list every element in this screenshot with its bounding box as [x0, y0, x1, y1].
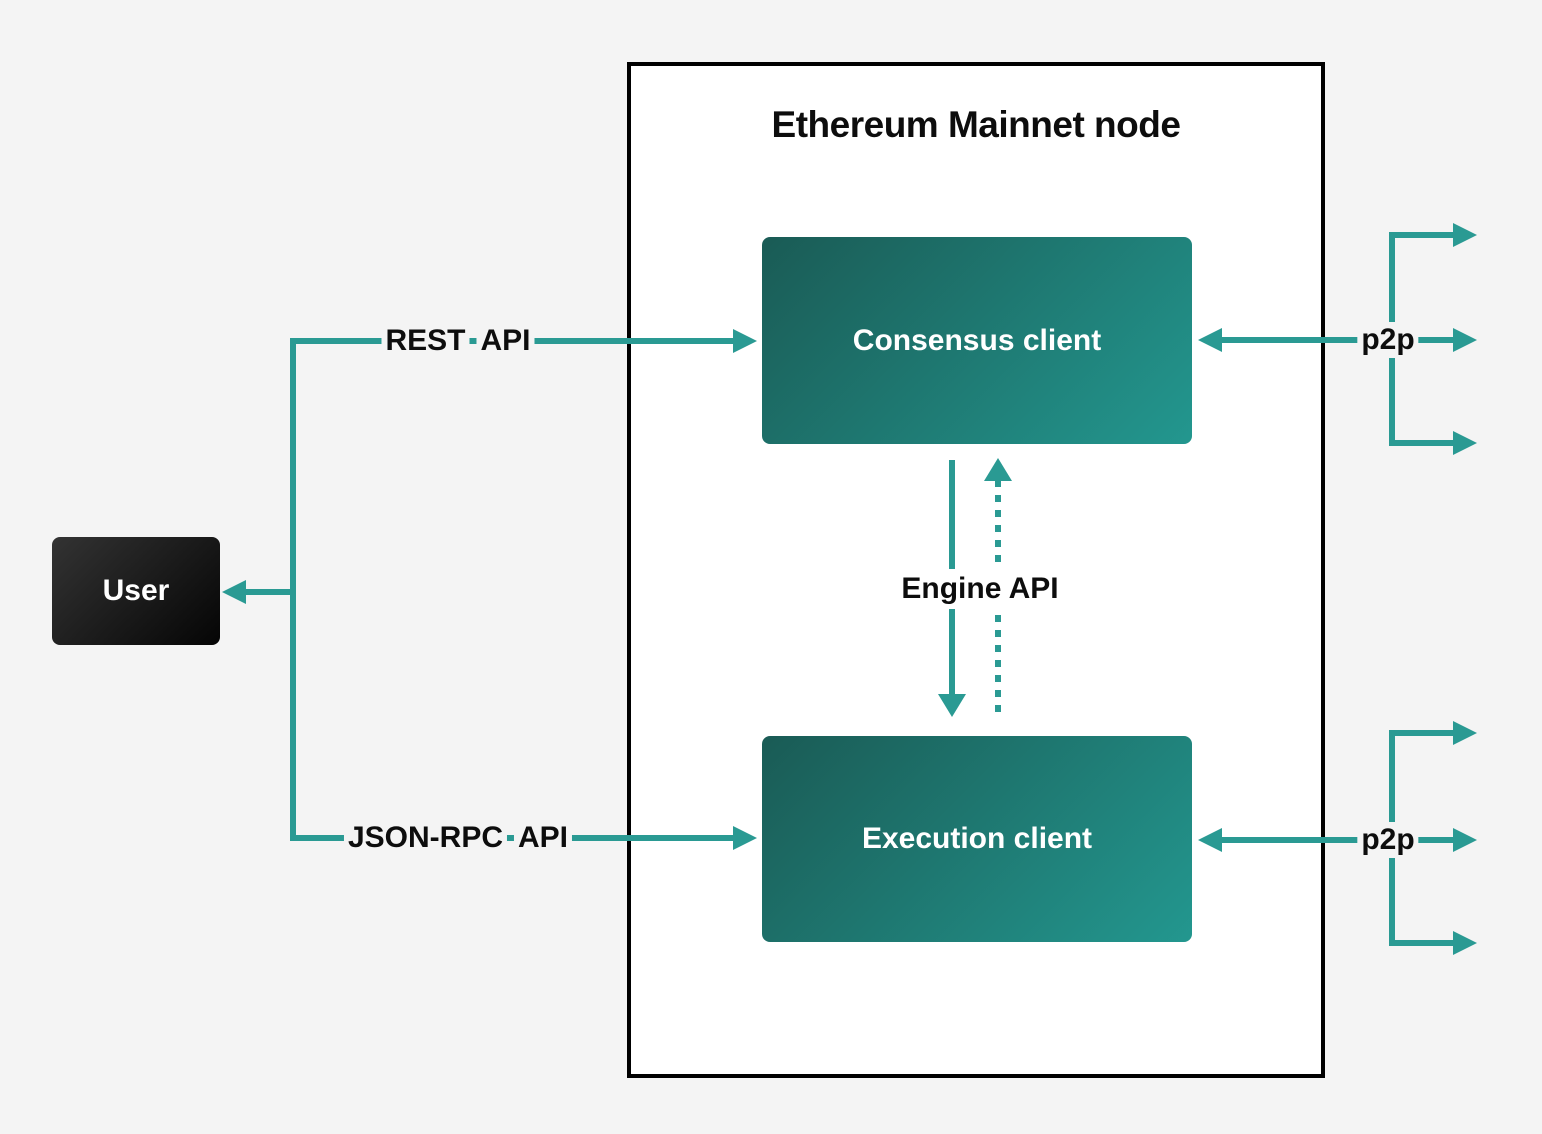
p2p-top-upper-line: [1389, 232, 1455, 238]
p2p-bottom-left-arrowhead-icon: [1198, 828, 1222, 852]
p2p-top-lower-line: [1389, 440, 1455, 446]
p2p-top-mid-arrowhead-icon: [1453, 328, 1477, 352]
json-rpc-arrowhead-icon: [733, 826, 757, 850]
user-arrowhead-icon: [222, 580, 246, 604]
execution-client-label: Execution client: [861, 822, 1093, 855]
main-box-title: Ethereum Mainnet node: [771, 104, 1181, 145]
p2p-bottom-label: p2p: [1357, 822, 1419, 858]
execution-client-node: Execution client: [762, 736, 1192, 942]
p2p-bottom-lower-line: [1389, 940, 1455, 946]
json-rpc-line: [290, 835, 733, 841]
engine-api-up-arrowhead-icon: [984, 458, 1012, 481]
p2p-bottom-upper-arrowhead-icon: [1453, 721, 1477, 745]
p2p-top-mid-line: [1222, 337, 1455, 343]
p2p-bottom-lower-arrowhead-icon: [1453, 931, 1477, 955]
p2p-top-left-arrowhead-icon: [1198, 328, 1222, 352]
p2p-top-label: p2p: [1357, 322, 1419, 358]
user-arrow-line: [246, 589, 294, 595]
rest-api-label: REST API: [381, 323, 535, 359]
rest-api-arrowhead-icon: [733, 329, 757, 353]
json-rpc-api-label: JSON-RPC API: [343, 820, 573, 856]
p2p-top-upper-arrowhead-icon: [1453, 223, 1477, 247]
p2p-bottom-mid-line: [1222, 837, 1455, 843]
user-label: User: [102, 574, 170, 607]
p2p-bottom-upper-line: [1389, 730, 1455, 736]
user-node: User: [52, 537, 220, 645]
p2p-top-lower-arrowhead-icon: [1453, 431, 1477, 455]
consensus-client-node: Consensus client: [762, 237, 1192, 444]
p2p-bottom-mid-arrowhead-icon: [1453, 828, 1477, 852]
consensus-client-label: Consensus client: [852, 323, 1102, 357]
engine-api-down-arrowhead-icon: [938, 694, 966, 717]
engine-api-label: Engine API: [892, 569, 1068, 609]
